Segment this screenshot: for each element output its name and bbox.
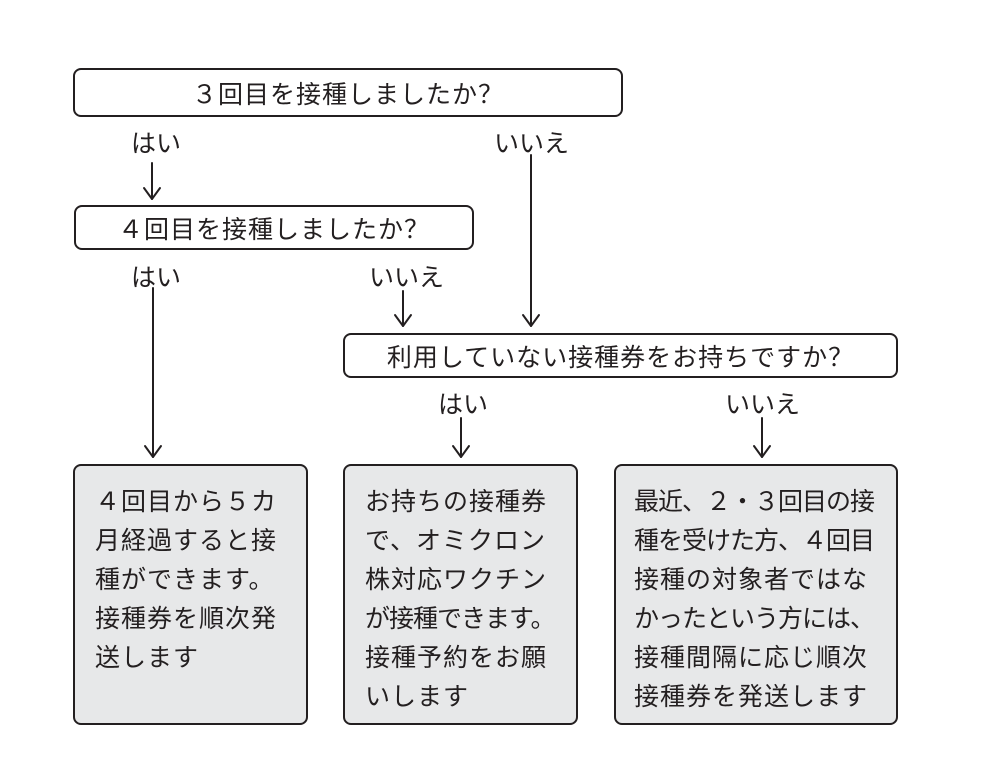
result-line: 最近、２・３回目の接: [634, 487, 875, 516]
label-q3-no: いいえ: [725, 390, 801, 419]
question-box-third-dose: ３回目を接種しましたか？: [73, 68, 623, 117]
label-q3-yes: はい: [438, 390, 489, 419]
result-box-wait-five-months: ４回目から５カ 月経過すると接 種ができます。 接種券を順次発 送します: [73, 464, 308, 725]
result-box-use-ticket: お持ちの接種券 で、オミクロン 株対応ワクチン が接種できます。 接種予約をお願…: [343, 464, 578, 725]
result-line: 接種予約をお願: [365, 643, 548, 672]
result-line: 接種券を順次発: [95, 604, 278, 633]
question-box-unused-ticket: 利用していない接種券をお持ちですか？: [343, 333, 898, 378]
result-line: かったという方には、: [634, 604, 875, 633]
arrowhead-q2-no: [394, 314, 412, 327]
result-line: 接種間隔に応じ順次: [634, 643, 869, 672]
label-q1-yes: はい: [131, 129, 182, 158]
label-q1-no: いいえ: [494, 129, 570, 158]
result-line: 接種の対象者ではな: [634, 565, 869, 594]
result-line: 株対応ワクチン: [365, 565, 548, 594]
result-line: 接種券を発送します: [634, 682, 869, 711]
arrowhead-q3-no: [753, 445, 771, 458]
question-box-fourth-dose: ４回目を接種しましたか？: [74, 205, 474, 250]
result-line: 種を受けた方、４回目: [634, 526, 875, 555]
arrowhead-q2-yes: [144, 445, 162, 458]
label-q2-no: いいえ: [369, 263, 445, 292]
result-line: 送します: [95, 643, 200, 672]
result-line: 種ができます。: [95, 565, 275, 594]
result-line: が接種できます。: [365, 604, 556, 633]
arrowhead-q3-yes: [452, 445, 470, 458]
result-line: 月経過すると接: [95, 526, 278, 555]
result-box-send-ticket: 最近、２・３回目の接 種を受けた方、４回目 接種の対象者ではな かったという方に…: [614, 464, 898, 725]
arrowhead-q1-no: [522, 314, 540, 327]
result-line: で、オミクロン: [365, 526, 547, 555]
arrowhead-q1-yes: [143, 187, 161, 200]
question-unused-ticket-text: 利用していない接種券をお持ちですか？: [386, 342, 855, 372]
result-line: いします: [365, 682, 470, 711]
result-line: お持ちの接種券: [365, 487, 548, 516]
question-third-dose-text: ３回目を接種しましたか？: [191, 79, 504, 109]
result-line: ４回目から５カ: [95, 487, 278, 516]
question-fourth-dose-text: ４回目を接種しましたか？: [117, 214, 430, 244]
label-q2-yes: はい: [131, 263, 182, 292]
